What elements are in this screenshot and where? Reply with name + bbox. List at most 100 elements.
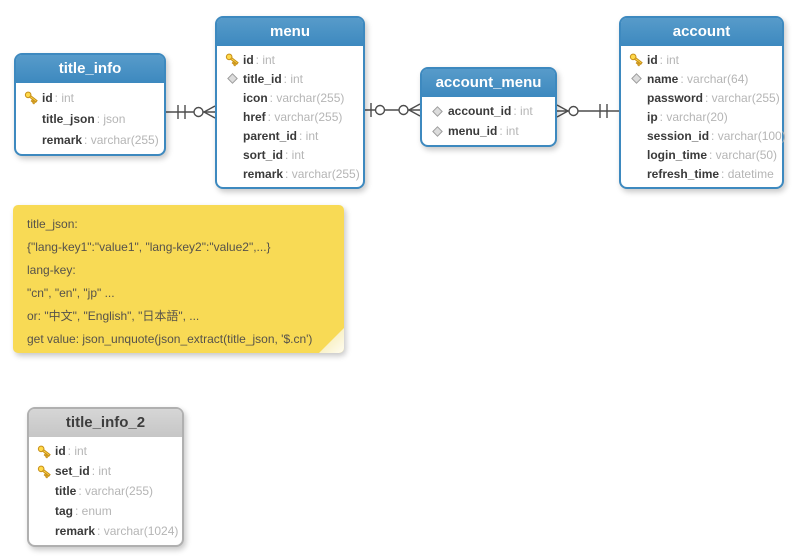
note-line: or: "中文", "English", "日本語", ... xyxy=(27,309,200,323)
field-row-menu-icon[interactable]: icon: varchar(255) xyxy=(217,88,363,107)
note-line: title_json: xyxy=(27,217,78,231)
table-account[interactable]: account id: int name: varchar(64)passwor… xyxy=(619,16,786,189)
field-row-title_info-remark[interactable]: remark: varchar(255) xyxy=(16,129,164,150)
field-row-account_menu-menu_id[interactable]: menu_id: int xyxy=(422,121,555,141)
diamond-icon xyxy=(221,73,243,84)
field-row-menu-parent_id[interactable]: parent_id: int xyxy=(217,126,363,145)
table-fields: account_id: int menu_id: int xyxy=(422,99,555,145)
note-line: {"lang-key1":"value1", "lang-key2":"valu… xyxy=(27,240,271,254)
field-row-account-ip[interactable]: ip: varchar(20) xyxy=(621,107,782,126)
note-line: "cn", "en", "jp" ... xyxy=(27,286,115,300)
field-type: : varchar(1024) xyxy=(97,524,179,538)
field-row-menu-id[interactable]: id: int xyxy=(217,50,363,69)
field-row-menu-remark[interactable]: remark: varchar(255) xyxy=(217,164,363,183)
primary-key-icon xyxy=(629,53,643,67)
field-row-account-refresh_time[interactable]: refresh_time: datetime xyxy=(621,164,782,183)
field-type: : int xyxy=(659,52,680,67)
note-line: get value: json_unquote(json_extract(tit… xyxy=(27,332,313,346)
diamond-icon xyxy=(426,125,448,137)
table-fields: id: int name: varchar(64)password: varch… xyxy=(621,48,786,187)
field-name: ip xyxy=(647,109,658,124)
field-name: href xyxy=(243,109,266,124)
field-name: tag xyxy=(55,504,73,518)
connector-title_info-menu[interactable] xyxy=(166,105,216,119)
field-type: : int xyxy=(91,464,112,478)
field-type: : int xyxy=(54,90,75,105)
field-name: id xyxy=(243,52,254,67)
field-type: : int xyxy=(255,52,276,67)
table-title-menu[interactable]: menu xyxy=(217,18,363,48)
key-icon xyxy=(625,51,647,68)
key-icon xyxy=(20,89,42,106)
table-title-account_menu[interactable]: account_menu xyxy=(422,69,555,99)
field-type: : varchar(255) xyxy=(78,484,154,498)
field-name: remark xyxy=(42,132,83,147)
field-row-menu-href[interactable]: href: varchar(255) xyxy=(217,107,363,126)
field-row-account-id[interactable]: id: int xyxy=(621,50,782,69)
field-row-title_info_2-id[interactable]: id: int xyxy=(29,441,182,461)
field-name: title_id xyxy=(243,71,282,86)
field-name: account_id xyxy=(448,104,512,118)
field-type: : int xyxy=(67,444,88,458)
field-type: : datetime xyxy=(721,166,774,181)
field-name: remark xyxy=(55,524,96,538)
foreign-key-icon xyxy=(630,73,642,84)
field-type: : int xyxy=(513,104,533,118)
field-row-account_menu-account_id[interactable]: account_id: int xyxy=(422,101,555,121)
table-title-account[interactable]: account xyxy=(621,18,782,48)
field-type: : int xyxy=(283,71,304,86)
primary-key-icon xyxy=(24,91,38,105)
primary-key-icon xyxy=(37,465,51,479)
field-name: refresh_time xyxy=(647,166,720,181)
field-type: : varchar(255) xyxy=(267,109,343,124)
field-row-account-login_time[interactable]: login_time: varchar(50) xyxy=(621,145,782,164)
field-name: icon xyxy=(243,90,268,105)
field-row-menu-sort_id[interactable]: sort_id: int xyxy=(217,145,363,164)
field-row-menu-title_id[interactable]: title_id: int xyxy=(217,69,363,88)
key-icon xyxy=(33,463,55,480)
foreign-key-icon xyxy=(431,125,443,137)
field-row-account-password[interactable]: password: varchar(255) xyxy=(621,88,782,107)
field-name: id xyxy=(42,90,53,105)
field-name: id xyxy=(647,52,658,67)
field-name: menu_id xyxy=(448,124,498,138)
foreign-key-icon xyxy=(226,73,238,84)
field-type: : json xyxy=(96,111,126,126)
field-row-title_info_2-title[interactable]: title: varchar(255) xyxy=(29,481,182,501)
field-name: title_json xyxy=(42,111,95,126)
sticky-note[interactable]: title_json: {"lang-key1":"value1", "lang-… xyxy=(13,205,344,353)
connector-account_menu-account[interactable] xyxy=(556,104,619,118)
field-row-title_info_2-remark[interactable]: remark: varchar(1024) xyxy=(29,521,182,541)
field-type: : varchar(255) xyxy=(285,166,360,181)
field-row-title_info-id[interactable]: id: int xyxy=(16,87,164,108)
field-type: : varchar(255) xyxy=(269,90,345,105)
field-type: : int xyxy=(499,124,519,138)
diamond-icon xyxy=(625,73,647,84)
field-name: remark xyxy=(243,166,284,181)
field-row-title_info_2-set_id[interactable]: set_id: int xyxy=(29,461,182,481)
field-row-title_info_2-tag[interactable]: tag: enum xyxy=(29,501,182,521)
connector-menu-account_menu[interactable] xyxy=(365,103,421,117)
note-text: title_json: {"lang-key1":"value1", "lang-… xyxy=(27,213,330,351)
field-type: : varchar(50) xyxy=(709,147,778,162)
field-name: set_id xyxy=(55,464,90,478)
primary-key-icon xyxy=(37,445,51,459)
key-icon xyxy=(221,51,243,68)
field-row-title_info-title_json[interactable]: title_json: json xyxy=(16,108,164,129)
field-type: : varchar(100) xyxy=(711,128,786,143)
field-type: : int xyxy=(285,147,305,162)
foreign-key-icon xyxy=(431,105,443,117)
field-name: title xyxy=(55,484,77,498)
field-name: name xyxy=(647,71,679,86)
field-row-account-name[interactable]: name: varchar(64) xyxy=(621,69,782,88)
table-title-title_info_2[interactable]: title_info_2 xyxy=(29,409,182,439)
table-account_menu[interactable]: account_menu account_id: int menu_id: in… xyxy=(420,67,557,147)
field-row-account-session_id[interactable]: session_id: varchar(100) xyxy=(621,126,786,145)
table-title-title_info[interactable]: title_info xyxy=(16,55,164,85)
